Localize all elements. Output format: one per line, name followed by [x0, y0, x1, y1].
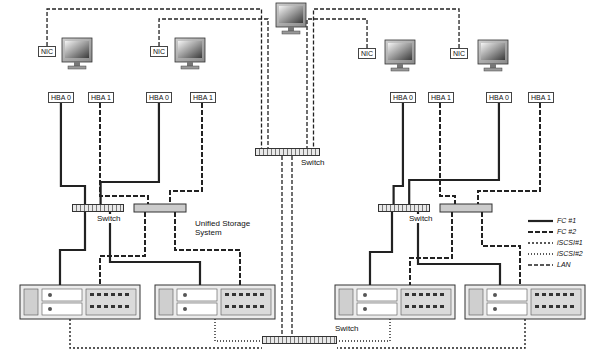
interface-card: HBA 0	[48, 92, 74, 103]
interface-card: NIC	[358, 48, 376, 59]
switch-label: Switch	[96, 214, 122, 223]
computer	[385, 40, 415, 71]
lan-connector	[314, 9, 460, 148]
legend-sample	[528, 253, 553, 254]
lan-wire	[281, 156, 282, 336]
interface-card: NIC	[38, 46, 56, 57]
computer	[478, 40, 508, 71]
fc2-wire	[482, 212, 520, 285]
card-label: HBA 0	[393, 94, 413, 101]
iscsi-wire	[337, 319, 525, 348]
network-switch: Switch	[378, 204, 430, 212]
fc1-connector	[394, 103, 403, 204]
network-switch: Switch	[72, 204, 124, 212]
card-label: HBA 0	[51, 94, 71, 101]
interface-card: HBA 1	[428, 92, 454, 103]
interface-card: HBA 1	[528, 92, 554, 103]
switch-box	[440, 204, 492, 212]
fc2-wire	[170, 103, 202, 204]
fc2-wire	[478, 103, 540, 204]
lan-connector	[307, 19, 367, 148]
computer	[175, 38, 205, 69]
card-label: NIC	[453, 50, 465, 57]
switch-box	[72, 204, 124, 212]
legend-sample	[528, 264, 553, 265]
fc1-wire	[60, 212, 85, 285]
switch-box	[255, 148, 320, 156]
interface-card: HBA 0	[486, 92, 512, 103]
storage-unit	[155, 285, 275, 319]
switch-label: Switch	[334, 324, 360, 333]
fc1-connector	[409, 103, 499, 204]
fc1-connector	[101, 103, 159, 204]
fc1-wire	[370, 212, 392, 285]
lan-connector	[47, 9, 261, 148]
iscsi-wire	[70, 319, 262, 348]
switch-box	[262, 336, 337, 344]
card-label: NIC	[153, 48, 165, 55]
interface-card: NIC	[150, 46, 168, 57]
card-label: NIC	[41, 48, 53, 55]
card-label: HBA 0	[149, 94, 169, 101]
card-label: HBA 1	[193, 94, 213, 101]
legend-sample	[528, 220, 553, 222]
interface-card: NIC	[450, 48, 468, 59]
legend-sample	[528, 242, 553, 243]
fc1-wire	[110, 212, 200, 285]
network-switch: Switch	[262, 336, 337, 344]
fc2-wire	[100, 103, 148, 204]
switch-box	[134, 204, 186, 212]
card-label: HBA 0	[489, 94, 509, 101]
switch-label: Switch	[300, 158, 326, 167]
switch-label: Switch	[408, 214, 434, 223]
interface-card: HBA 0	[390, 92, 416, 103]
legend-label: FC #1	[557, 216, 576, 225]
interface-card: HBA 0	[146, 92, 172, 103]
group-label: Unified Storage System	[195, 219, 263, 237]
lan-wire	[291, 156, 292, 336]
storage-unit	[465, 285, 585, 319]
interface-card: HBA 1	[88, 92, 114, 103]
card-label: HBA 1	[531, 94, 551, 101]
network-switch: Switch	[255, 148, 320, 156]
storage-unit	[335, 285, 455, 319]
legend-label: iSCSI#1	[557, 238, 583, 247]
legend-label: FC #2	[557, 227, 576, 236]
computer	[62, 38, 92, 69]
storage-unit	[20, 285, 140, 319]
legend-label: iSCSI#2	[557, 249, 583, 258]
card-label: NIC	[361, 50, 373, 57]
legend-label: LAN	[557, 260, 571, 269]
card-label: HBA 1	[431, 94, 451, 101]
fc1-connector	[61, 103, 85, 204]
computer	[276, 3, 306, 34]
iscsi-wire	[215, 319, 262, 341]
card-label: HBA 1	[91, 94, 111, 101]
switch-box	[378, 204, 430, 212]
interface-card: HBA 1	[190, 92, 216, 103]
legend-sample	[528, 231, 553, 233]
fc2-wire	[440, 103, 455, 204]
lan-connector	[159, 19, 268, 148]
